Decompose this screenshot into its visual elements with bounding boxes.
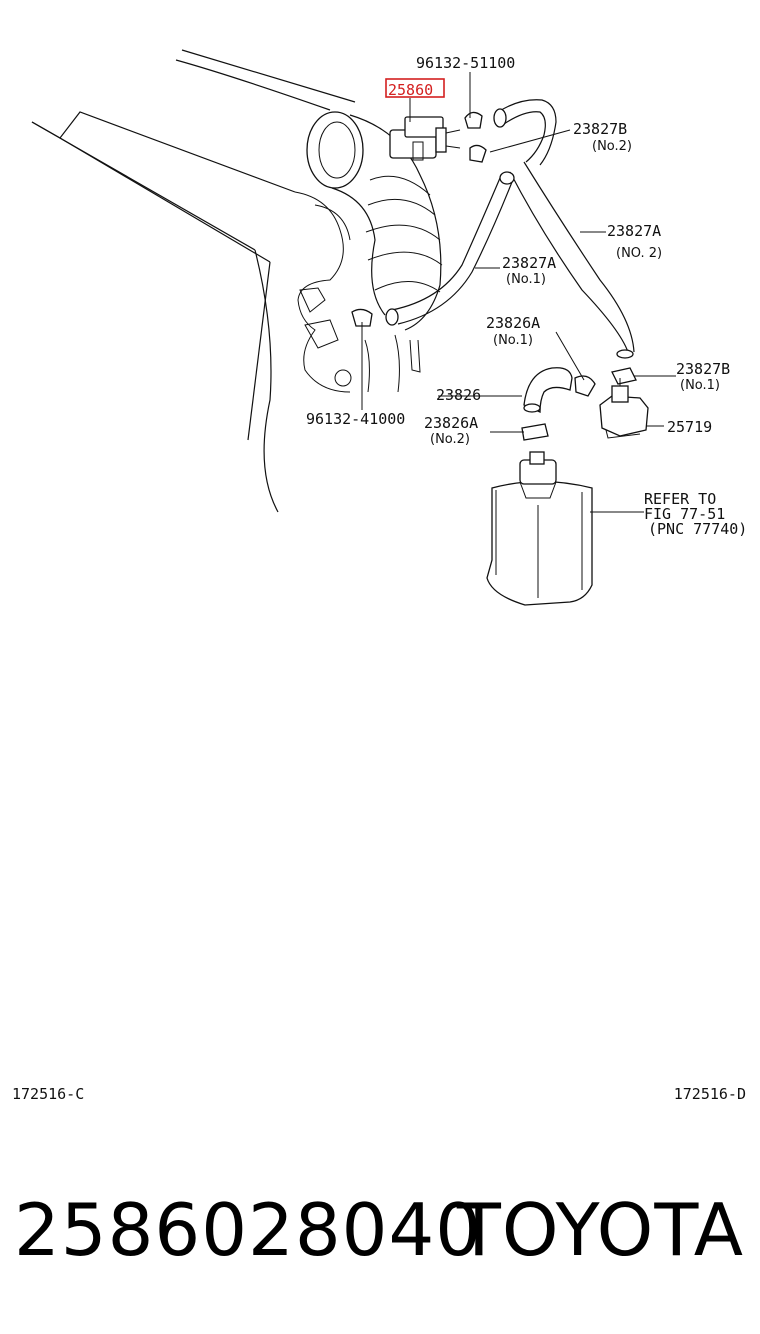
- label-23827B-right: 23827B: [676, 360, 730, 378]
- label-23827B-top: 23827B: [573, 120, 627, 138]
- label-refer-line1: REFER TO: [644, 490, 716, 508]
- vsv-25860: [389, 116, 461, 161]
- clamps: [351, 111, 637, 441]
- label-no2-low: (No.2): [430, 432, 470, 447]
- label-23826A-mid: 23826A: [486, 314, 540, 332]
- label-23827A-right: 23827A: [607, 222, 661, 240]
- label-23826A-low: 23826A: [424, 414, 478, 432]
- valve-25719: [599, 378, 649, 439]
- label-no2-right: (NO. 2): [616, 246, 662, 261]
- label-25719: 25719: [667, 418, 712, 436]
- label-23826: 23826: [436, 386, 481, 404]
- label-no2-top: (No.2): [592, 139, 632, 154]
- highlight-box: [385, 78, 445, 98]
- label-refer-line3: (PNC 77740): [648, 520, 747, 538]
- charcoal-canister: [486, 451, 593, 606]
- hose-23827A-no1: [385, 171, 515, 326]
- label-96132-51100: 96132-51100: [416, 54, 515, 72]
- callout-labels: 96132-51100 25860 23827B (No.2) 23827A (…: [306, 54, 747, 538]
- label-no1-right: (No.1): [680, 378, 720, 393]
- label-96132-41000: 96132-41000: [306, 410, 405, 428]
- figure-code-right: 172516-D: [673, 1085, 746, 1103]
- hose-23827-no2: [493, 99, 635, 359]
- brand-name: TOYOTA: [456, 1188, 744, 1272]
- engine-outline: [31, 49, 356, 513]
- part-number: 2586028040: [14, 1188, 483, 1272]
- parts-diagram: 96132-51100 25860 23827B (No.2) 23827A (…: [31, 49, 747, 606]
- label-no1-b: (No.1): [493, 333, 533, 348]
- figure-code-left: 172516-C: [12, 1085, 85, 1103]
- label-23827A-mid: 23827A: [502, 254, 556, 272]
- label-25860: 25860: [388, 81, 433, 99]
- hose-23826: [523, 367, 573, 413]
- label-refer-line2: FIG 77-51: [644, 505, 725, 523]
- leader-lines: [361, 72, 676, 513]
- label-no1-mid: (No.1): [506, 272, 546, 287]
